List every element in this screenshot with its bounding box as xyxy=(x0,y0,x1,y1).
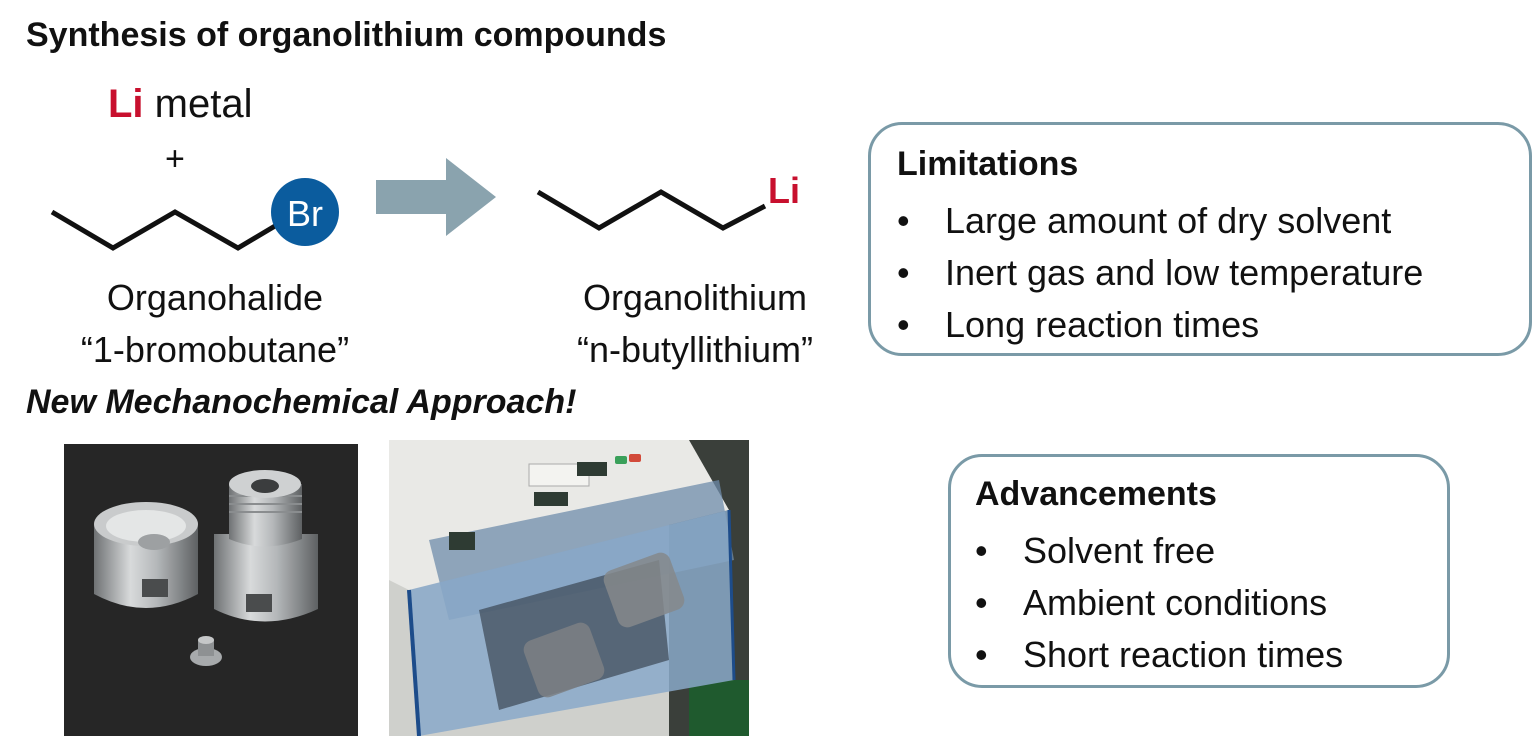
list-item: • Large amount of dry solvent xyxy=(897,195,1423,247)
list-item: • Solvent free xyxy=(975,525,1343,577)
bromine-atom xyxy=(271,178,339,246)
list-item: • Inert gas and low temperature xyxy=(897,247,1423,299)
reactant-caption: Organohalide “1-bromobutane” xyxy=(40,272,390,376)
bullet: • xyxy=(975,582,988,623)
list-item: • Short reaction times xyxy=(975,629,1343,681)
section-subtitle: New Mechanochemical Approach! xyxy=(26,383,577,421)
advancements-list: • Solvent free • Ambient conditions • Short… xyxy=(975,525,1343,681)
list-item: • Ambient conditions xyxy=(975,577,1343,629)
bullet: • xyxy=(897,252,910,293)
ball-mill-photo xyxy=(389,440,749,736)
list-item-text: Long reaction times xyxy=(945,304,1260,345)
lithium-product-symbol: Li xyxy=(768,170,800,211)
reactant-name: Organohalide xyxy=(106,277,324,318)
product-name: Organolithium xyxy=(582,277,808,318)
butyllithium-chain xyxy=(536,189,767,231)
list-item-text: Large amount of dry solvent xyxy=(945,200,1392,241)
bullet: • xyxy=(975,634,988,675)
reaction-scheme: Br xyxy=(50,158,767,251)
limitations-list: • Large amount of dry solvent • Inert gas … xyxy=(897,195,1423,351)
plus-sign: + xyxy=(165,140,185,178)
advancements-box: Advancements • Solvent free • Ambient cond… xyxy=(948,454,1450,688)
list-item-text: Ambient conditions xyxy=(1023,582,1328,623)
bullet: • xyxy=(897,304,910,345)
product-common-name: “n-butyllithium” xyxy=(576,329,814,370)
limitations-box: Limitations • Large amount of dry solvent… xyxy=(868,122,1532,356)
lithium-symbol: Li xyxy=(108,82,144,126)
reactant-common-name: “1-bromobutane” xyxy=(80,329,350,370)
advancements-title: Advancements xyxy=(975,475,1217,513)
bullet: • xyxy=(975,530,988,571)
bullet: • xyxy=(897,200,910,241)
milling-jar-illustration xyxy=(64,444,358,736)
list-item-text: Inert gas and low temperature xyxy=(945,252,1424,293)
metal-label: metal xyxy=(143,82,253,126)
list-item-text: Solvent free xyxy=(1023,530,1216,571)
milling-jar-photo xyxy=(64,444,358,736)
list-item: • Long reaction times xyxy=(897,299,1423,351)
lithium-metal-reagent: Li metal xyxy=(108,82,252,127)
page-title: Synthesis of organolithium compounds xyxy=(26,16,667,54)
bromobutane-chain xyxy=(50,209,277,251)
list-item-text: Short reaction times xyxy=(1023,634,1344,675)
limitations-title: Limitations xyxy=(897,145,1079,183)
ball-mill-illustration xyxy=(389,440,749,736)
reaction-arrow xyxy=(376,158,496,236)
bromine-symbol: Br xyxy=(287,193,323,234)
product-caption: Organolithium “n-butyllithium” xyxy=(520,272,870,376)
